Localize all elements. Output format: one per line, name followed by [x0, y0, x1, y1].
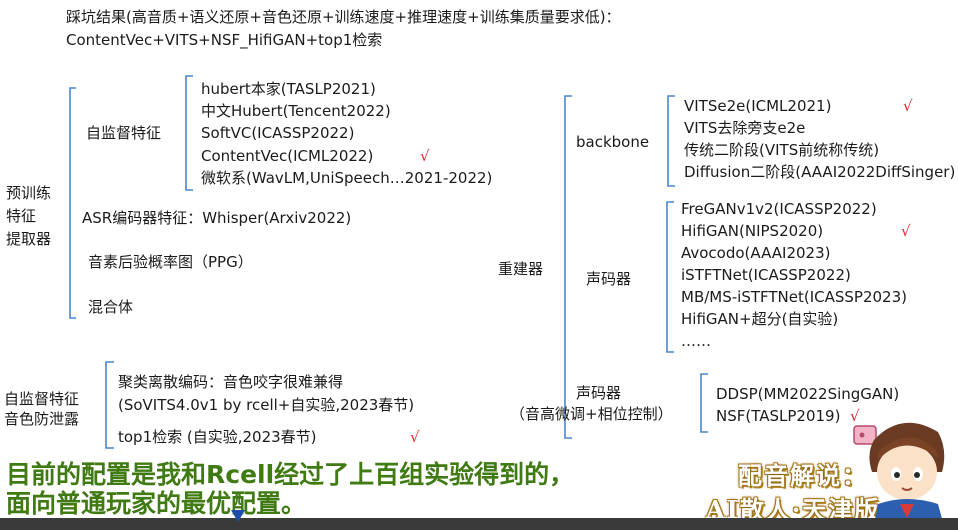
vocoder-item: ……	[681, 332, 711, 350]
ppg-label: 音素后验概率图（PPG）	[88, 253, 253, 271]
bracket-vocoder	[666, 201, 674, 353]
backbone-item: Diffusion二阶段(AAAI2022DiffSinger)	[684, 163, 956, 181]
vocoder-item: FreGANv1v2(ICASSP2022)	[681, 200, 877, 218]
leak-item: top1检索 (自实验,2023春节)	[118, 428, 317, 446]
mixed-label: 混合体	[88, 298, 134, 316]
bracket-self-supervised	[185, 75, 193, 191]
nsf-check-icon: √	[850, 407, 860, 425]
leak-item: (SoVITS4.0v1 by rcell+自实验,2023春节)	[118, 396, 415, 414]
vocoder-item: iSTFTNet(ICASSP2022)	[681, 266, 851, 284]
pitch-vocoder-item: NSF(TASLP2019)	[716, 407, 841, 425]
triangle-cursor-icon	[231, 510, 245, 522]
pitch-vocoder-sublabel: （音高微调+相位控制）	[510, 405, 673, 423]
bracket-pretrained	[69, 87, 76, 319]
subtitle-line-2: 面向普通玩家的最优配置。	[6, 489, 307, 518]
vocoder-item: MB/MS-iSTFTNet(ICASSP2023)	[681, 288, 907, 306]
header-line-2: ContentVec+VITS+NSF_HifiGAN+top1检索	[66, 31, 383, 49]
pitch-vocoder-item: DDSP(MM2022SingGAN)	[716, 385, 900, 403]
self-supervised-item: SoftVC(ICASSP2022)	[201, 124, 355, 142]
self-supervised-item: hubert本家(TASLP2021)	[201, 80, 376, 98]
asr-feature-label: ASR编码器特征：Whisper(Arxiv2022)	[82, 209, 352, 227]
subtitle-line-1: 目前的配置是我和Rcell经过了上百组实验得到的，	[6, 460, 575, 489]
cartoon-avatar-icon	[853, 422, 945, 526]
vocoder-item: HifiGAN(NIPS2020)	[681, 222, 824, 240]
pretrained-root-line-2: 特征	[6, 207, 37, 225]
credit-line-1: 配音解说：	[738, 461, 868, 490]
bracket-leak	[105, 361, 114, 449]
bracket-pitch-vocoder	[700, 373, 708, 433]
bracket-backbone	[667, 95, 675, 187]
pitch-vocoder-label: 声码器	[576, 384, 622, 402]
vocoder-item: HifiGAN+超分(自实验)	[681, 310, 839, 328]
backbone-item: VITS去除旁支e2e	[684, 119, 806, 137]
pretrained-root-line-1: 预训练	[6, 184, 52, 202]
bracket-reconstructor	[564, 95, 572, 439]
top1-check-icon: √	[410, 428, 420, 446]
leak-root-line-1: 自监督特征	[4, 390, 80, 408]
hifigan-check-icon: √	[901, 222, 911, 240]
vocoder-item: Avocodo(AAAI2023)	[681, 244, 831, 262]
reconstructor-label: 重建器	[498, 260, 544, 278]
backbone-label: backbone	[576, 133, 650, 151]
backbone-item: 传统二阶段(VITS前统称传统)	[684, 141, 880, 159]
self-supervised-label: 自监督特征	[86, 124, 162, 142]
contentvec-check-icon: √	[420, 147, 430, 165]
leak-root-line-2: 音色防泄露	[4, 410, 80, 428]
vits-check-icon: √	[903, 97, 913, 115]
header-line-1: 踩坑结果(高音质+语义还原+音色还原+训练速度+推理速度+训练集质量要求低)：	[66, 8, 621, 26]
self-supervised-item: ContentVec(ICML2022)	[201, 147, 374, 165]
bottom-bar	[0, 518, 958, 530]
self-supervised-item: 中文Hubert(Tencent2022)	[201, 102, 391, 120]
leak-item: 聚类离散编码：音色咬字很难兼得	[118, 373, 344, 391]
pretrained-root-line-3: 提取器	[6, 230, 52, 248]
backbone-item: VITSe2e(ICML2021)	[684, 97, 832, 115]
self-supervised-item: 微软系(WavLM,UniSpeech…2021-2022)	[201, 169, 493, 187]
vocoder-label: 声码器	[586, 270, 632, 288]
